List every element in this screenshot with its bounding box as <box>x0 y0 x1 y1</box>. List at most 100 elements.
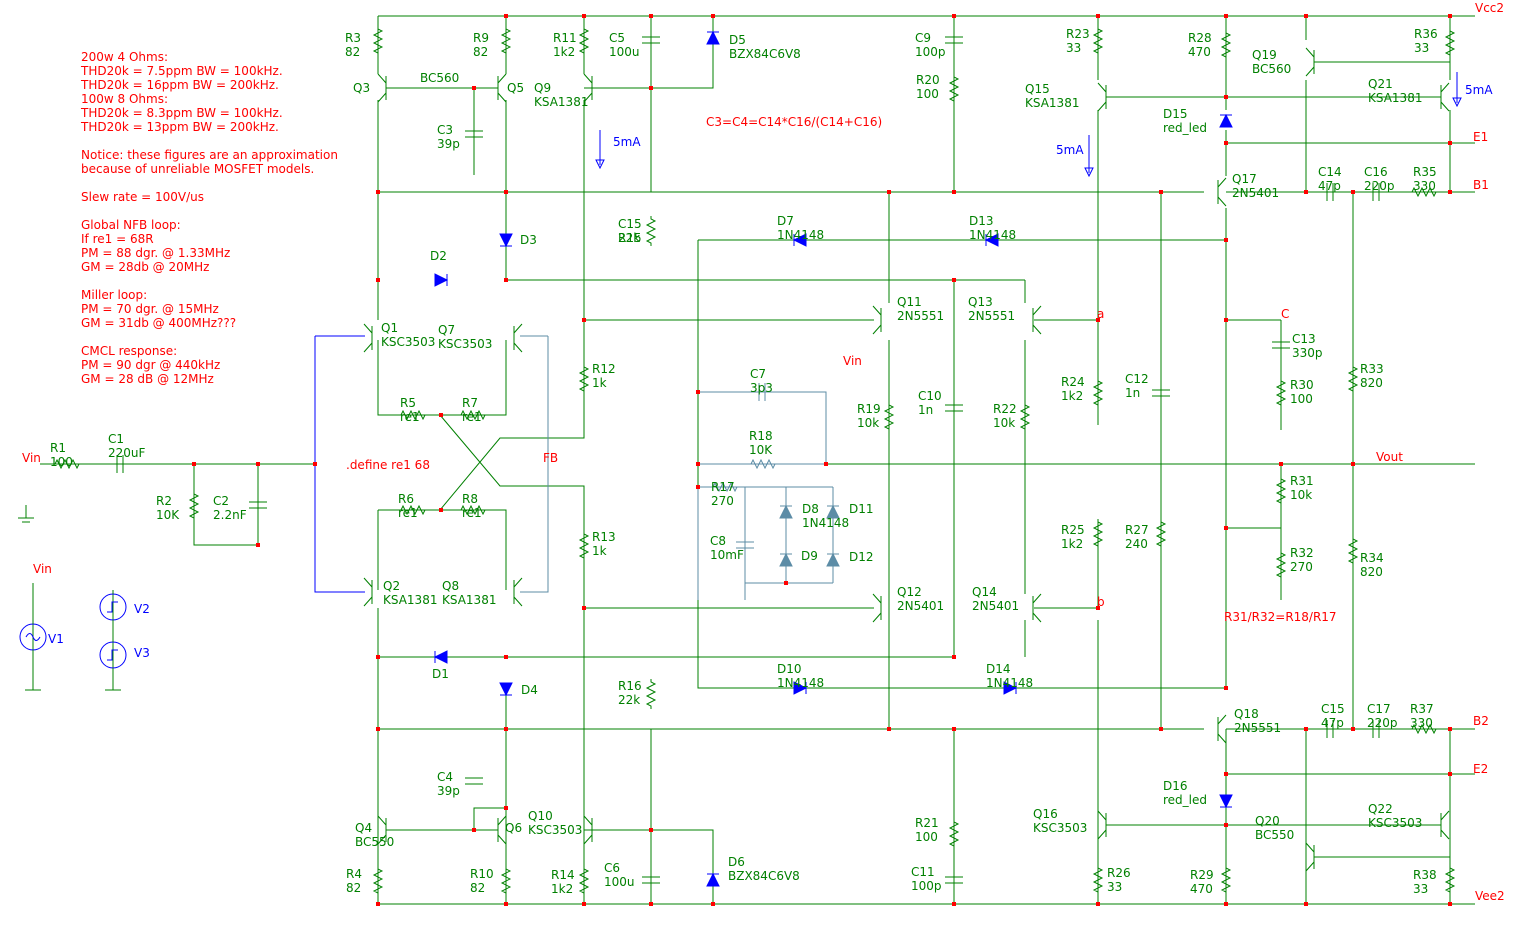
diode-symbol <box>826 504 840 519</box>
current-label: 5mA <box>1465 83 1493 97</box>
net-a: a <box>1097 307 1104 321</box>
junction-dot <box>649 86 653 90</box>
note-line: CMCL response: <box>81 344 177 358</box>
transistor-symbol <box>583 73 593 103</box>
transistor-symbol <box>872 593 882 623</box>
resistor-symbol <box>748 458 778 470</box>
component-name: R12 <box>592 362 616 376</box>
diode-symbol <box>1003 681 1018 695</box>
capacitor-symbol <box>465 777 483 785</box>
component-value: KSC3503 <box>1368 816 1422 830</box>
note-line: THD20k = 13ppm BW = 200kHz. <box>80 120 279 134</box>
capacitor-symbol <box>642 36 660 44</box>
resistor-symbol <box>710 481 740 493</box>
component-value: 82 <box>473 45 488 59</box>
net-e2: E2 <box>1473 762 1488 776</box>
component-value: 1k <box>592 544 607 558</box>
junction-dot <box>1096 318 1100 322</box>
resistor-symbol <box>500 26 512 56</box>
component-name: D3 <box>520 233 537 247</box>
junction-dot <box>582 902 586 906</box>
component-name: Q11 <box>897 295 922 309</box>
resistor-symbol <box>645 679 657 709</box>
junction-dot <box>439 413 443 417</box>
transistor-symbol <box>872 305 882 335</box>
transistor-symbol <box>1032 305 1042 335</box>
component-value: KSA1381 <box>383 593 437 607</box>
component-name: R31 <box>1290 474 1314 488</box>
component-value: KSA1381 <box>1025 96 1079 110</box>
junction-dot <box>504 278 508 282</box>
net-b: b <box>1097 595 1105 609</box>
component-name: C15 <box>618 217 642 231</box>
component-value: 47p <box>1318 179 1341 193</box>
component-name: D14 <box>986 662 1011 676</box>
component-name: D12 <box>849 550 874 564</box>
transistor-symbol <box>513 323 523 353</box>
diode-symbol <box>499 233 513 248</box>
component-name: Q10 <box>528 809 553 823</box>
junction-dot <box>1224 902 1228 906</box>
component-name: D10 <box>777 662 802 676</box>
junction-dot <box>192 462 196 466</box>
component-value: KSA1381 <box>1368 91 1422 105</box>
component-name: Q2 <box>383 579 400 593</box>
component-value: 22k <box>618 231 640 245</box>
junction-dot <box>1224 686 1228 690</box>
component-name: C7 <box>750 367 766 381</box>
note-line: GM = 31db @ 400MHz??? <box>81 316 236 330</box>
component-value: 2N5551 <box>968 309 1015 323</box>
component-name: D9 <box>801 549 818 563</box>
capacitor-symbol <box>1372 720 1380 738</box>
component-value: 100p <box>915 45 946 59</box>
component-value: 10k <box>857 416 879 430</box>
resistor-symbol <box>578 866 590 896</box>
resistor-symbol <box>1275 476 1287 506</box>
transistor-symbol <box>497 73 507 103</box>
component-value: 330 <box>1410 716 1433 730</box>
notes-block: 200w 4 Ohms:THD20k = 7.5ppm BW = 100kHz.… <box>80 50 338 386</box>
component-value: 1N4148 <box>986 676 1033 690</box>
capacitor-symbol <box>1372 183 1380 201</box>
component-name: Q16 <box>1033 807 1058 821</box>
resistor-symbol <box>52 458 82 470</box>
component-value: 330p <box>1292 346 1323 360</box>
note-line: GM = 28 dB @ 12MHz <box>81 372 214 386</box>
component-name: R36 <box>1414 27 1438 41</box>
junction-dot <box>376 655 380 659</box>
component-value: 82 <box>345 45 360 59</box>
capacitor-symbol <box>945 404 963 412</box>
junction-dot <box>1224 14 1228 18</box>
junction-dot <box>504 902 508 906</box>
component-value: 82 <box>346 881 361 895</box>
source-v1: V1 <box>48 632 64 646</box>
component-value: re1 <box>462 506 482 520</box>
note-line: If re1 = 68R <box>81 232 154 246</box>
component-name: C3 <box>437 123 453 137</box>
component-name: D15 <box>1163 107 1188 121</box>
component-name: D16 <box>1163 779 1188 793</box>
junction-dot <box>472 828 476 832</box>
component-value: 1k2 <box>553 45 575 59</box>
current-label: 5mA <box>1056 143 1084 157</box>
component-name: R16 <box>618 679 642 693</box>
diode-symbol <box>1219 794 1233 809</box>
capacitor-symbol <box>1272 341 1290 349</box>
component-value: KSC3503 <box>1033 821 1087 835</box>
diode-symbol <box>779 552 793 567</box>
resistor-symbol <box>372 26 384 56</box>
resistor-symbol <box>1275 378 1287 408</box>
net-vcc: Vcc2 <box>1475 1 1504 15</box>
component-name: Q1 <box>381 321 398 335</box>
note-line: Slew rate = 100V/us <box>81 190 204 204</box>
component-name: R1 <box>50 441 66 455</box>
capacitor-symbol <box>945 36 963 44</box>
transistor-symbol <box>1032 593 1042 623</box>
diode-symbol <box>433 650 448 664</box>
component-name: R23 <box>1066 27 1090 41</box>
component-name: Q7 <box>438 323 455 337</box>
transistor-symbol <box>363 323 373 353</box>
component-name: D1 <box>432 667 449 681</box>
junction-dot <box>504 14 508 18</box>
component-name: R19 <box>857 402 881 416</box>
